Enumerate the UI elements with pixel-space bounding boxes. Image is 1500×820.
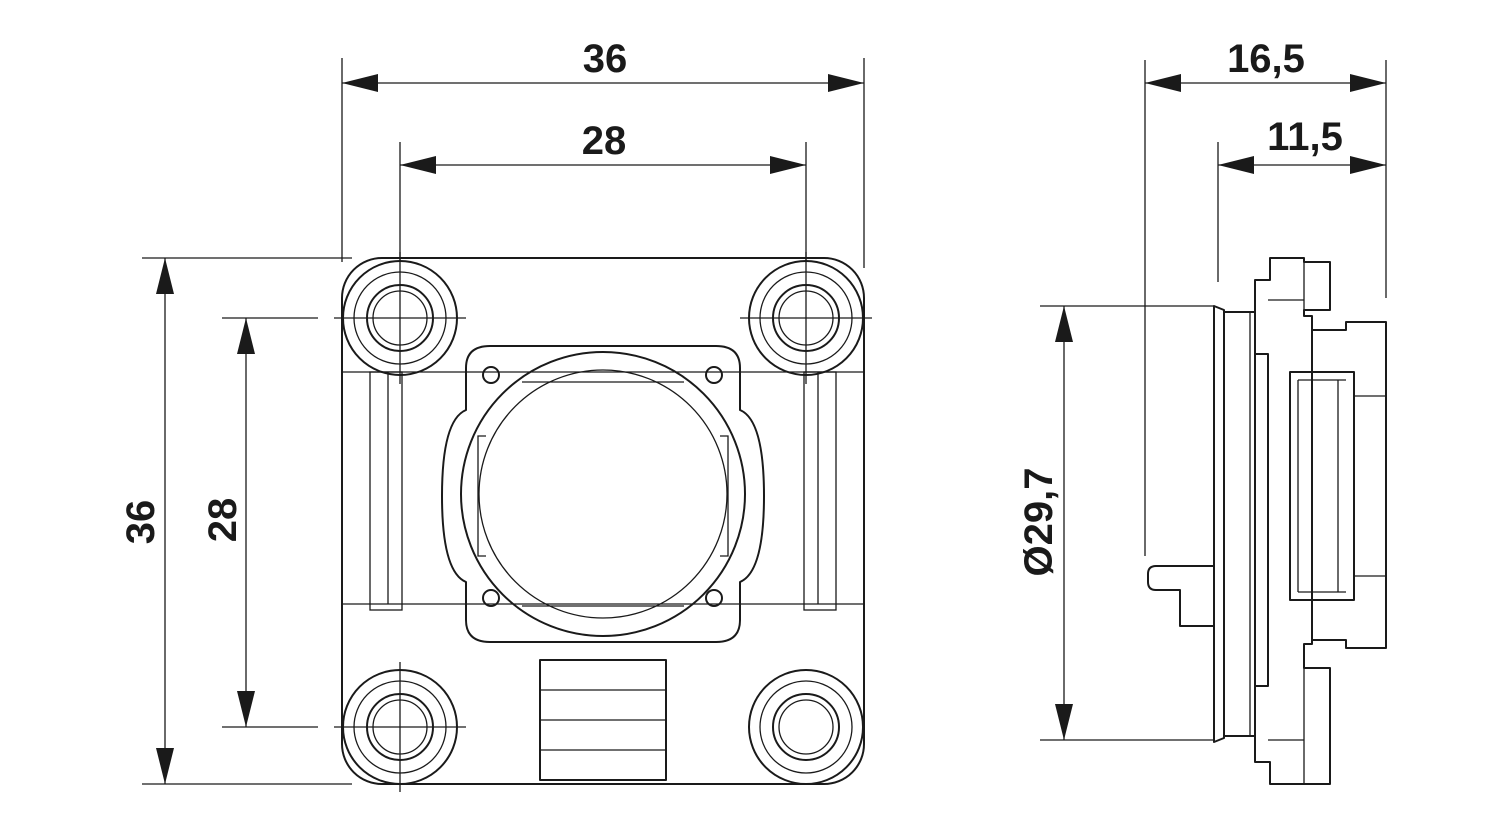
screw-hole (705, 589, 723, 607)
label-block (539, 659, 667, 781)
left-rail (369, 371, 403, 611)
mounting-hole-top-left (334, 252, 466, 384)
dim-width-holes: 28 (582, 119, 627, 163)
dim-height-outer: 36 (119, 500, 163, 545)
mounting-hole-top-right (740, 252, 872, 384)
locking-tab (1147, 565, 1215, 627)
bezel (1213, 305, 1225, 743)
rear-housing (1311, 321, 1387, 649)
connector-bore-inner (478, 369, 728, 619)
side-view (1147, 257, 1387, 785)
front-view (334, 252, 872, 792)
dim-diameter: Ø29,7 (1017, 468, 1061, 577)
connector-flange (441, 345, 765, 643)
connector-bore-outer (460, 351, 746, 637)
front-dimensions: 36 28 36 28 (119, 37, 865, 785)
screw-hole (482, 589, 500, 607)
flange-profile (1254, 257, 1331, 785)
side-dimensions: 16,5 11,5 Ø29,7 (1017, 37, 1387, 741)
dim-depth-total: 16,5 (1227, 37, 1305, 81)
mounting-hole-bottom-right (748, 669, 864, 785)
screw-hole (482, 366, 500, 384)
dim-depth-body: 11,5 (1267, 115, 1343, 159)
right-rail (803, 371, 837, 611)
screw-hole (705, 366, 723, 384)
mounting-hole-bottom-left (334, 662, 466, 792)
dim-height-holes: 28 (201, 498, 245, 543)
flange-outline (341, 257, 865, 785)
dim-width-outer: 36 (583, 37, 628, 81)
